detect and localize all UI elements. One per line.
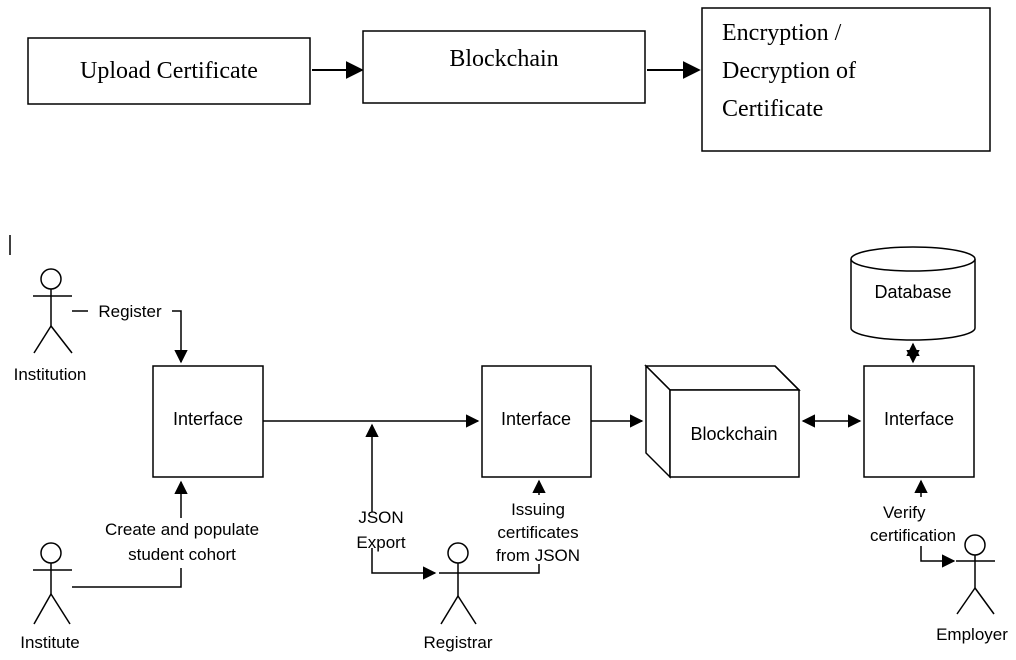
verify-label-line2: certification [870,526,956,545]
flow-encryption-line1: Encryption / [722,20,842,46]
blockchain-label: Blockchain [690,424,777,444]
interface-left-box: Interface [152,365,264,478]
database-label: Database [874,282,951,302]
create-label-line1: Create and populate [105,520,259,539]
verify-label-line1: Verify [883,503,926,522]
interface-right-label: Interface [884,409,954,429]
actor-employer-label: Employer [936,625,1008,644]
json-label-line2: Export [356,533,405,552]
actor-employer [956,534,995,615]
issuing-label-line3: from JSON [496,546,580,565]
issuing-connector-a [478,564,540,574]
issuing-label-line1: Issuing [511,500,565,519]
issuing-label-line2: certificates [497,523,578,542]
flow-encryption-box: Encryption / Decryption of Certificate [701,7,991,152]
verify-connector-b [920,546,956,568]
create-label-line2: student cohort [128,545,236,564]
actor-institute [33,542,72,625]
actor-registrar-label: Registrar [424,633,493,652]
interface-middle-label: Interface [501,409,571,429]
flow-blockchain-label: Blockchain [449,46,558,72]
actor-institution-label: Institution [14,365,87,384]
flow-encryption-line3: Certificate [722,96,823,122]
database-cylinder: Database [850,246,976,341]
flow-encryption-line2: Decryption of [722,58,856,84]
actor-institute-label: Institute [20,633,80,652]
json-label-line1: JSON [358,508,403,527]
interface-middle-box: Interface [481,365,592,478]
blockchain-cube: Blockchain [644,364,801,479]
flow-upload-label: Upload Certificate [80,58,258,84]
interface-left-label: Interface [173,409,243,429]
register-connector-b [172,310,188,364]
flow-upload-box: Upload Certificate [27,37,311,105]
interface-right-box: Interface [863,365,975,478]
actor-registrar [439,542,478,625]
register-label: Register [98,302,162,321]
json-export-down [371,548,437,580]
actor-institution [33,268,73,354]
flow-blockchain-box: Blockchain [362,30,646,104]
create-connector [72,480,188,588]
